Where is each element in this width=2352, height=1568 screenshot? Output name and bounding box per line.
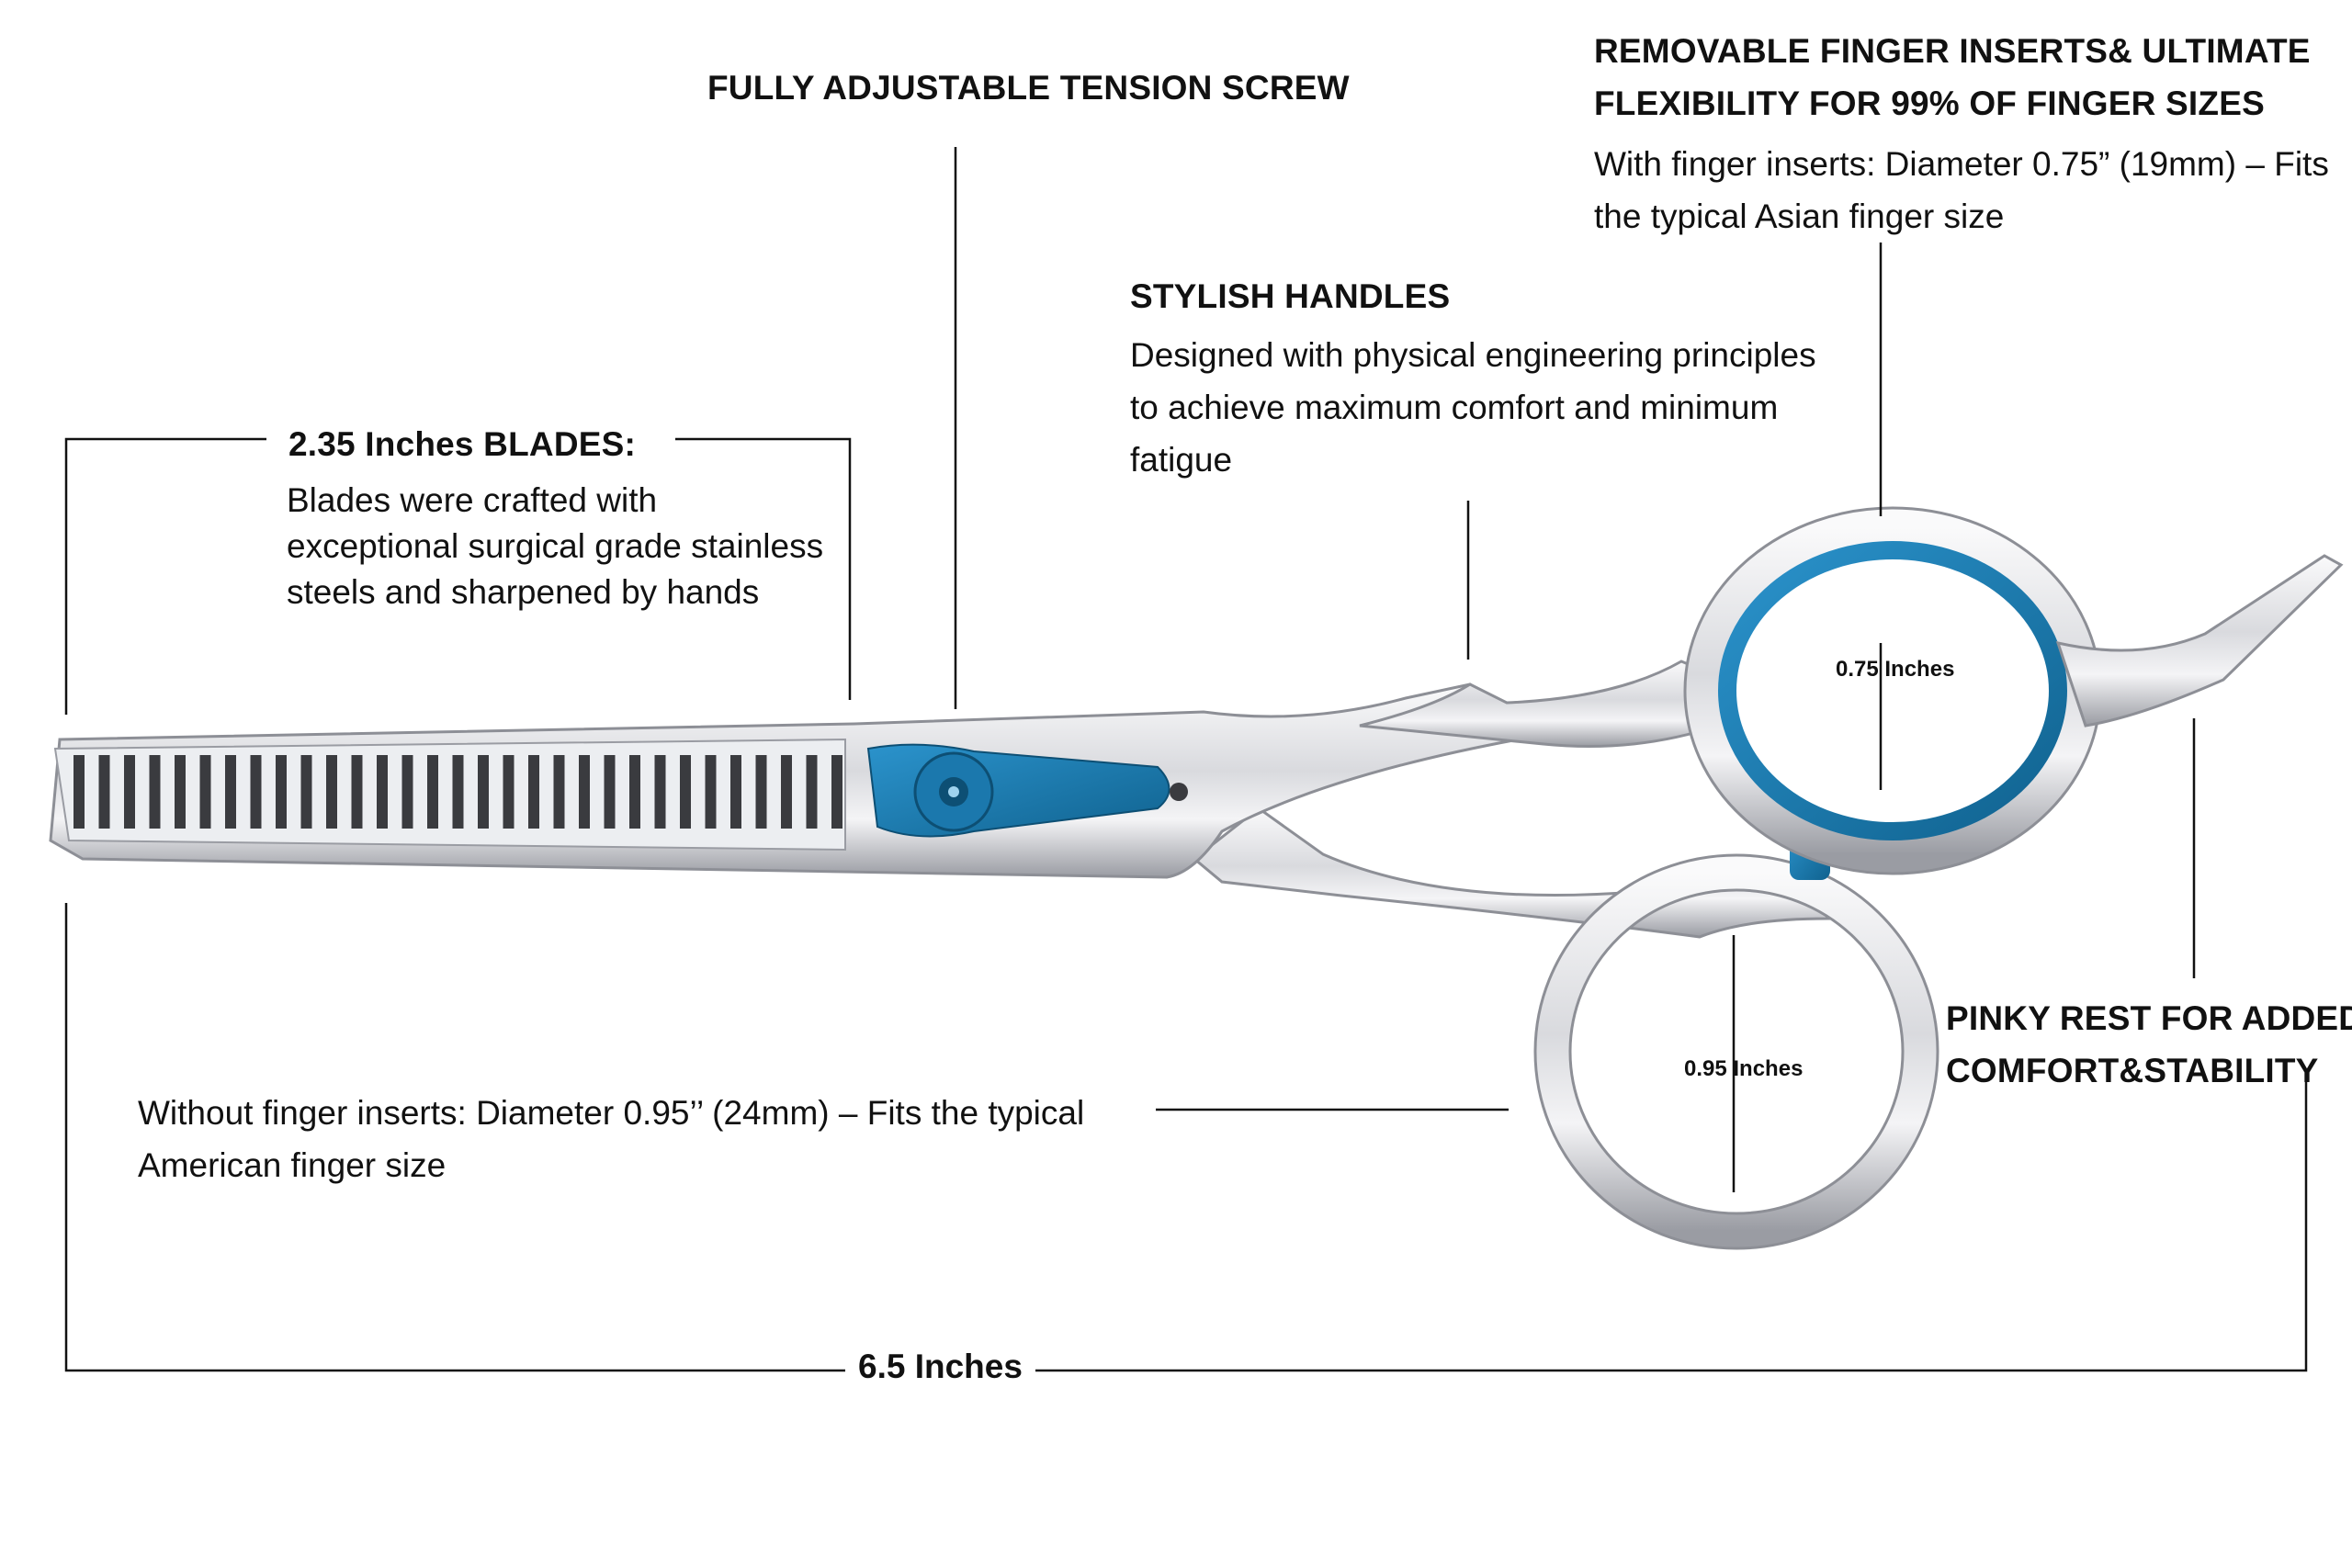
blade-bracket	[64, 437, 852, 715]
blade-tooth-gap	[149, 755, 161, 829]
blade-tooth-gap	[730, 755, 741, 829]
handles-body-line3: fatigue	[1130, 441, 1233, 479]
finger-inserts-title-line2: FLEXIBILITY FOR 99% OF FINGER SIZES	[1594, 85, 2265, 122]
blade-tooth-gap	[199, 755, 211, 829]
handles-body-line1: Designed with physical engineering princ…	[1130, 336, 1816, 374]
blades-body-line3: steels and sharpened by hands	[287, 573, 760, 611]
blade-tooth-gap	[553, 755, 565, 829]
blade-tooth-gap	[175, 755, 186, 829]
upper-finger-ring	[1686, 509, 2099, 873]
blade-tooth-gap	[225, 755, 236, 829]
finger-inserts-body-line2: the typical Asian finger size	[1594, 190, 2005, 243]
pinky-rest	[2055, 554, 2344, 728]
handles-title: STYLISH HANDLES	[1130, 277, 1451, 315]
blade-tooth-gap	[528, 755, 539, 829]
blade-tooth-gap	[806, 755, 818, 829]
upper-handle	[1359, 506, 2344, 875]
blade-tooth-gap	[300, 755, 312, 829]
blade-tooth-gap	[755, 755, 767, 829]
lower-handle	[1192, 807, 1939, 1250]
blade-tooth-gap	[250, 755, 262, 829]
tension-screw	[866, 743, 1188, 838]
blade-tooth-gap	[326, 755, 337, 829]
blade-tooth-gap	[124, 755, 135, 829]
no-inserts-body-line1: Without finger inserts: Diameter 0.95’’ …	[138, 1094, 1085, 1132]
finger-inserts-title-line1: REMOVABLE FINGER INSERTS& ULTIMATE	[1594, 32, 2311, 70]
blade-tooth-gap	[705, 755, 717, 829]
lower-ring-dimension: 0.95 Inches	[1684, 1056, 1804, 1081]
tension-screw-title: FULLY ADJUSTABLE TENSION SCREW	[707, 69, 1350, 107]
blade-tooth-gap	[98, 755, 110, 829]
blade-tooth-gap	[377, 755, 388, 829]
pinky-rest-title-line2: COMFORT&STABILITY	[1946, 1052, 2319, 1089]
blades-title: 2.35 Inches BLADES:	[288, 425, 637, 463]
blade-teeth	[74, 755, 842, 829]
blade-tooth-gap	[831, 755, 842, 829]
finger-insert	[1718, 541, 2067, 840]
lower-finger-ring	[1535, 855, 1938, 1248]
leader-lines	[64, 147, 2308, 1372]
blade-tooth-gap	[629, 755, 640, 829]
blade-tooth-gap	[427, 755, 438, 829]
blade-tooth-gap	[503, 755, 514, 829]
blade-tooth-gap	[401, 755, 413, 829]
blades-body-line1: Blades were crafted with	[287, 481, 658, 519]
handles-body-line2: to achieve maximum comfort and minimum	[1130, 389, 1779, 426]
total-length-bracket	[64, 903, 2308, 1372]
blade-tooth-gap	[276, 755, 287, 829]
blade-tooth-gap	[74, 755, 85, 829]
blade-tooth-gap	[680, 755, 691, 829]
total-length-dimension: 6.5 Inches	[845, 1348, 1035, 1386]
upper-ring-dimension: 0.75 Inches	[1836, 657, 1955, 682]
blade-tooth-gap	[781, 755, 792, 829]
finger-inserts-body-line1: With finger inserts: Diameter 0.75” (19m…	[1594, 145, 2329, 183]
no-inserts-body-line2: American finger size	[138, 1146, 447, 1184]
blade-tooth-gap	[579, 755, 590, 829]
pinky-rest-title-line1: PINKY REST FOR ADDED	[1946, 999, 2352, 1037]
blade-tooth-gap	[351, 755, 363, 829]
blade-tooth-gap	[654, 755, 666, 829]
blade-tooth-gap	[604, 755, 616, 829]
thinning-blade	[49, 682, 1547, 879]
blades-body-line2: exceptional surgical grade stainless	[287, 527, 824, 565]
blade-tooth-gap	[452, 755, 464, 829]
blade-tooth-gap	[478, 755, 489, 829]
